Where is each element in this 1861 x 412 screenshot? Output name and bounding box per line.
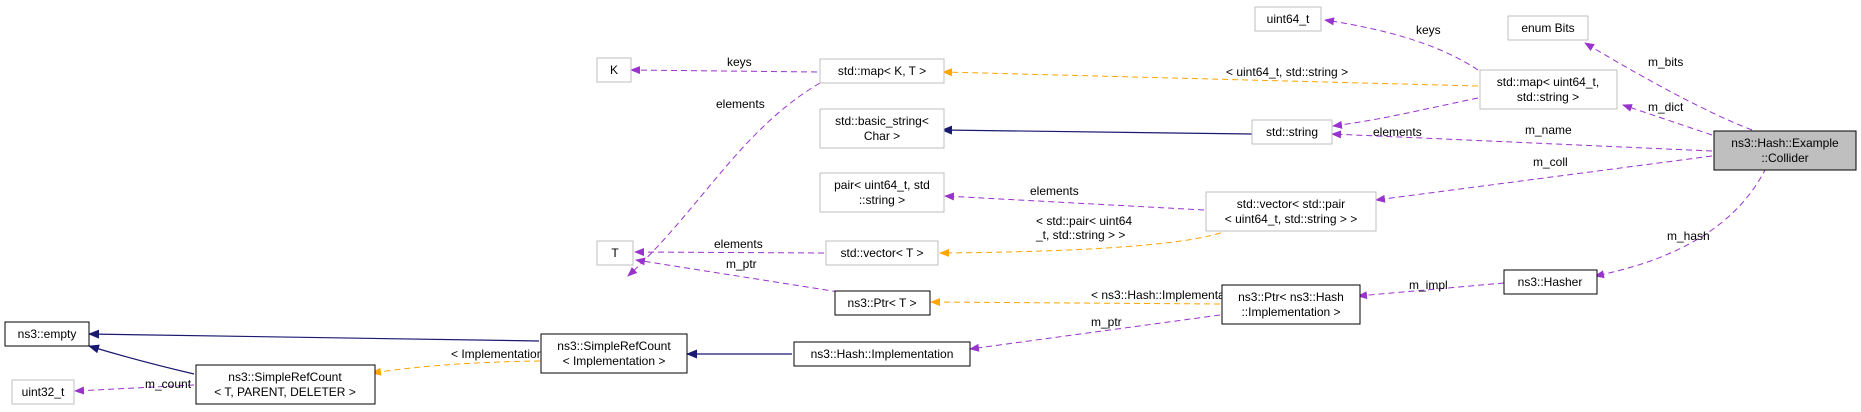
edge-label-m-name: m_name <box>1525 123 1572 137</box>
edge-m-name <box>1331 130 1713 152</box>
node-src-tpd[interactable]: ns3::SimpleRefCount < T, PARENT, DELETER… <box>195 364 376 405</box>
edge-keys-k <box>630 66 818 75</box>
edge-tmpl-vector <box>939 228 1231 257</box>
edge-label-elements-pair: elements <box>1030 184 1079 198</box>
node-hasher-label: ns3::Hasher <box>1518 275 1583 289</box>
node-map-u64[interactable]: std::map< uint64_t, std::string > <box>1479 69 1618 110</box>
edge-elements-map <box>627 82 821 277</box>
edge-labels: keys m_bits keys < uint64_t, std::string… <box>145 23 1710 391</box>
edge-label-elements-map: elements <box>716 97 765 111</box>
node-map-u64-label-1: std::map< uint64_t, <box>1497 75 1599 89</box>
node-src-impl[interactable]: ns3::SimpleRefCount < Implementation > <box>540 333 688 374</box>
node-uint32[interactable]: uint32_t <box>11 379 75 405</box>
node-enum-bits[interactable]: enum Bits <box>1507 15 1589 41</box>
edge-label-elements-vec: elements <box>714 237 763 251</box>
edge-inherit-empty-src-impl <box>88 329 540 342</box>
node-pair-label-2: ::string > <box>859 193 905 207</box>
edge-label-m-impl: m_impl <box>1409 278 1448 292</box>
edge-label-m-count: m_count <box>145 377 192 391</box>
node-map-kt[interactable]: std::map< K, T > <box>819 58 945 84</box>
edge-tmpl-map <box>942 68 1479 87</box>
edge-label-tmpl-ptr: < ns3::Hash::Implementation > <box>1091 288 1254 302</box>
edge-label-m-ptr-t: m_ptr <box>726 257 757 271</box>
edge-m-impl <box>1357 282 1505 300</box>
edge-label-m-bits: m_bits <box>1648 55 1683 69</box>
edge-label-tmpl-map: < uint64_t, std::string > <box>1226 65 1348 79</box>
edge-m-ptr-t <box>635 257 859 296</box>
node-basic-string-label-1: std::basic_string< <box>835 114 929 128</box>
node-map-kt-label: std::map< K, T > <box>838 64 926 78</box>
edge-m-bits <box>1584 42 1753 131</box>
node-map-u64-label-2: std::string > <box>1517 90 1579 104</box>
node-empty-label: ns3::empty <box>18 327 77 341</box>
edge-label-keys-uint64: keys <box>1416 23 1441 37</box>
node-src-impl-label-2: < Implementation > <box>563 354 666 368</box>
node-collider[interactable]: ns3::Hash::Example ::Collider <box>1713 130 1857 171</box>
node-vector-t[interactable]: std::vector< T > <box>825 240 939 266</box>
node-collider-label-1: ns3::Hash::Example <box>1731 136 1839 150</box>
node-ptr-t-label: ns3::Ptr< T > <box>848 296 917 310</box>
edge-m-dict <box>1622 104 1713 136</box>
node-pair[interactable]: pair< uint64_t, std ::string > <box>819 172 945 213</box>
edge-label-m-ptr-impl: m_ptr <box>1091 315 1122 329</box>
edge-elements-pair <box>944 192 1205 211</box>
node-src-tpd-label-2: < T, PARENT, DELETER > <box>214 385 356 399</box>
node-k-label: K <box>610 63 618 77</box>
node-uint64-label: uint64_t <box>1267 12 1310 26</box>
node-hasher[interactable]: ns3::Hasher <box>1503 269 1598 295</box>
nodes: uint64_t enum Bits K std::map< K, T > st… <box>4 6 1857 405</box>
node-t[interactable]: T <box>596 240 634 266</box>
node-std-string-label: std::string <box>1266 125 1318 139</box>
node-k[interactable]: K <box>596 57 632 83</box>
node-src-tpd-label-1: ns3::SimpleRefCount <box>228 370 342 384</box>
node-vector-pair[interactable]: std::vector< std::pair < uint64_t, std::… <box>1205 191 1377 232</box>
edge-elements-str <box>1332 97 1479 129</box>
edges <box>74 17 1767 395</box>
edge-m-coll <box>1375 155 1713 203</box>
node-vector-pair-label-2: < uint64_t, std::string > > <box>1225 212 1357 226</box>
node-enum-bits-label: enum Bits <box>1521 21 1574 35</box>
edge-label-tmpl-vec-2: _t, std::string > > <box>1035 228 1125 242</box>
edge-label-m-dict: m_dict <box>1648 100 1684 114</box>
edge-tmpl-src <box>371 360 541 376</box>
node-uint64[interactable]: uint64_t <box>1254 6 1322 32</box>
edge-label-m-hash: m_hash <box>1667 229 1710 243</box>
edge-inherit-basic-string <box>941 125 1253 135</box>
edge-elements-vec <box>634 248 825 257</box>
node-t-label: T <box>611 246 619 260</box>
edge-inherit-empty-src-tpd <box>88 344 195 375</box>
node-ptr-impl[interactable]: ns3::Ptr< ns3::Hash ::Implementation > <box>1221 284 1361 325</box>
node-ptr-impl-label-2: ::Implementation > <box>1241 305 1340 319</box>
edge-keys-uint64 <box>1324 17 1479 71</box>
node-basic-string-label-2: Char > <box>864 129 900 143</box>
node-uint32-label: uint32_t <box>22 385 65 399</box>
edge-m-ptr-impl <box>969 314 1221 352</box>
node-hash-impl[interactable]: ns3::Hash::Implementation <box>793 341 971 367</box>
node-empty[interactable]: ns3::empty <box>4 321 90 347</box>
edge-tmpl-ptr <box>930 298 1221 307</box>
edge-label-tmpl-vec-1: < std::pair< uint64 <box>1036 214 1132 228</box>
node-hash-impl-label: ns3::Hash::Implementation <box>811 347 954 361</box>
edge-label-keys-k: keys <box>727 55 752 69</box>
edge-label-m-coll: m_coll <box>1533 155 1568 169</box>
node-basic-string[interactable]: std::basic_string< Char > <box>819 108 945 149</box>
node-ptr-impl-label-1: ns3::Ptr< ns3::Hash <box>1238 290 1344 304</box>
node-vector-t-label: std::vector< T > <box>841 246 924 260</box>
node-vector-pair-label-1: std::vector< std::pair <box>1237 197 1345 211</box>
node-pair-label-1: pair< uint64_t, std <box>834 178 930 192</box>
node-std-string[interactable]: std::string <box>1251 119 1333 145</box>
edge-m-hash <box>1594 167 1767 279</box>
edge-label-elements-str: elements <box>1373 125 1422 139</box>
edge-label-tmpl-src: < Implementation > <box>451 347 554 361</box>
node-ptr-t[interactable]: ns3::Ptr< T > <box>834 290 931 316</box>
node-collider-label-2: ::Collider <box>1761 151 1808 165</box>
node-src-impl-label-1: ns3::SimpleRefCount <box>557 339 671 353</box>
